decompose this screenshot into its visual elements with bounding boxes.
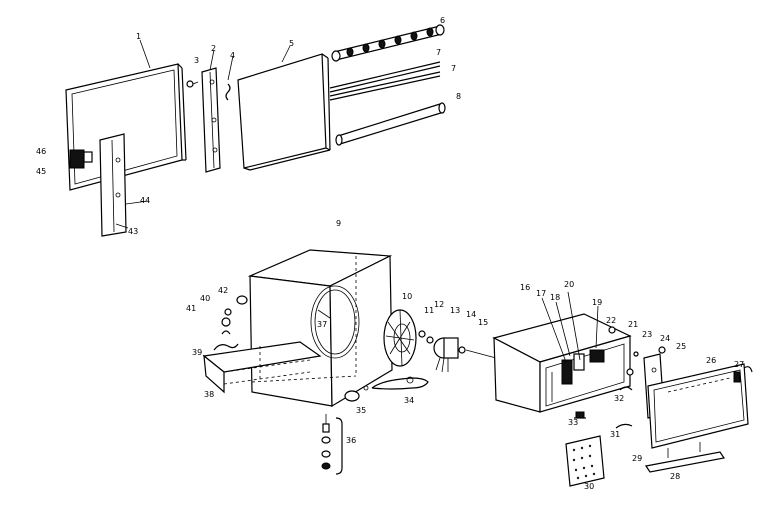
control-box — [492, 313, 632, 413]
callout-15: 15 — [478, 318, 488, 327]
screw-2 — [186, 80, 199, 88]
callout-8: 8 — [456, 92, 461, 101]
callout-21: 21 — [628, 320, 638, 329]
callout-39: 39 — [192, 348, 202, 357]
rods-7 — [329, 61, 441, 101]
callout-44: 44 — [140, 196, 150, 205]
callout-14: 14 — [466, 310, 476, 319]
callout-10: 10 — [402, 292, 412, 301]
callout-19: 19 — [592, 298, 602, 307]
callout-37: 37 — [317, 320, 327, 329]
callout-4: 4 — [230, 51, 235, 60]
callout-20: 20 — [564, 280, 574, 289]
callout-18: 18 — [550, 293, 560, 302]
callout-9: 9 — [336, 219, 341, 228]
blower-housing — [247, 249, 393, 408]
callout-27: 27 — [734, 360, 744, 369]
tray-38 — [202, 341, 322, 394]
callout-7a: 7 — [436, 48, 441, 57]
callout-41: 41 — [186, 304, 196, 313]
access-panel-26 — [647, 363, 749, 449]
callout-33: 33 — [568, 418, 578, 427]
clip-4 — [225, 83, 231, 101]
cable-39 — [213, 343, 239, 351]
small-parts-22-25 — [608, 326, 666, 376]
cap-35 — [344, 390, 360, 402]
switch-block-45 — [69, 149, 93, 169]
fan-wheel — [383, 309, 417, 367]
callout-25: 25 — [676, 342, 686, 351]
callout-30: 30 — [584, 482, 594, 491]
callout-38: 38 — [204, 390, 214, 399]
leader-lines — [115, 39, 599, 363]
callout-16: 16 — [520, 283, 530, 292]
small-parts-40-42 — [221, 295, 248, 335]
callout-32: 32 — [614, 394, 624, 403]
callout-12: 12 — [434, 300, 444, 309]
callout-43: 43 — [128, 227, 138, 236]
front-panel — [65, 63, 187, 191]
side-bracket-43 — [99, 133, 127, 237]
shaft-6 — [331, 24, 445, 62]
tube-8 — [335, 102, 446, 146]
callout-29: 29 — [632, 454, 642, 463]
callout-7b: 7 — [451, 64, 456, 73]
clip-27 — [743, 366, 753, 373]
callout-17: 17 — [536, 289, 546, 298]
callout-35: 35 — [356, 406, 366, 415]
callout-3: 3 — [194, 56, 199, 65]
bracket-3 — [201, 67, 221, 173]
callout-23: 23 — [642, 330, 652, 339]
screws-36 — [321, 414, 343, 475]
callout-42: 42 — [218, 286, 228, 295]
callout-26: 26 — [706, 356, 716, 365]
clamp-34 — [363, 376, 429, 391]
wire-31-32 — [615, 386, 633, 429]
callout-45: 45 — [36, 167, 46, 176]
rail-28 — [644, 442, 726, 473]
callout-22: 22 — [606, 316, 616, 325]
perforated-screen-30 — [565, 435, 605, 487]
filter-pad — [237, 53, 331, 171]
callout-2: 2 — [211, 44, 216, 53]
callout-11: 11 — [424, 306, 434, 315]
callout-31: 31 — [610, 430, 620, 439]
callout-40: 40 — [200, 294, 210, 303]
callout-1: 1 — [136, 32, 141, 41]
callout-labels: 1 2 3 4 5 6 7 7 8 9 10 11 12 13 14 15 16… — [36, 16, 744, 491]
motor — [418, 330, 497, 373]
callout-28: 28 — [670, 472, 680, 481]
callout-6: 6 — [440, 16, 445, 25]
callout-34: 34 — [404, 396, 414, 405]
clip-33 — [574, 411, 586, 419]
callout-36: 36 — [346, 436, 356, 445]
callout-24: 24 — [660, 334, 670, 343]
callout-13: 13 — [450, 306, 460, 315]
callout-46: 46 — [36, 147, 46, 156]
callout-5: 5 — [289, 39, 294, 48]
